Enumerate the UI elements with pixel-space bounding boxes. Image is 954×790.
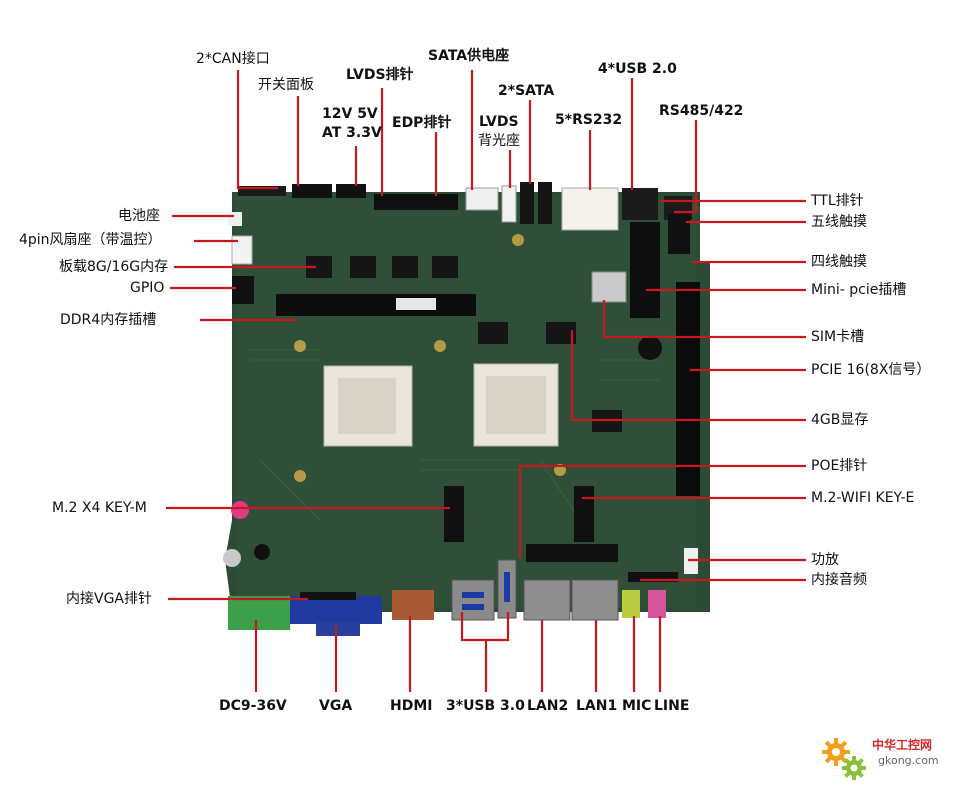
label-usb3: 3*USB 3.0 [446,698,525,714]
label-touch5: 五线触摸 [811,214,867,230]
label-poe: POE排针 [811,458,868,474]
switch-panel-header [292,184,332,198]
label-vga-header: 内接VGA排针 [66,591,153,607]
poe-header [526,544,618,562]
label-vga: VGA [319,698,353,714]
onboard-memory-chip-4 [432,256,458,278]
gear-icon [822,738,866,780]
label-rs485: RS485/422 [659,103,744,119]
lvds-backlight-socket [501,185,517,223]
rear-io [228,544,678,636]
watermark: 中华工控网 gkong.com [818,730,948,786]
label-sata-power: SATA供电座 [428,48,510,64]
onboard-memory-chip-3 [392,256,418,278]
mic-jack [622,590,640,618]
sata-port-2 [538,182,552,224]
label-rs232: 5*RS232 [555,112,623,128]
onboard-memory-chip-2 [350,256,376,278]
watermark-url: gkong.com [878,754,939,767]
label-amp: 功放 [811,552,839,568]
power-select-header [336,184,366,198]
label-lan2: LAN2 [527,698,569,714]
onboard-memory-chip-1 [306,256,332,278]
rs232-headers [561,187,619,231]
buzzer [638,336,662,360]
label-sata2: 2*SATA [498,83,555,99]
label-fan: 4pin风扇座（带温控） [19,232,162,248]
label-lvds-header: LVDS排针 [346,67,414,83]
label-m2-wifi: M.2-WIFI KEY-E [811,490,915,506]
label-m2-key-m: M.2 X4 KEY-M [52,500,147,516]
label-vram: 4GB显存 [811,412,869,428]
usb2-headers [622,188,658,220]
label-touch4: 四线触摸 [811,254,867,270]
minipcie-slot [630,222,660,318]
line-jack [648,590,666,618]
label-lvds-backlight-1: LVDS [479,114,519,130]
processors [323,322,622,447]
m2-key-m-slot [444,486,464,542]
label-edp-header: EDP排针 [392,115,452,131]
gpio-header [232,276,254,304]
top-connectors [238,182,692,231]
vram-chip-2 [546,322,576,344]
label-ddr4: DDR4内存插槽 [60,312,157,328]
label-dc: DC9-36V [219,698,287,714]
m2-wifi-slot [574,486,594,542]
label-sim: SIM卡槽 [811,329,865,345]
label-can: 2*CAN接口 [196,51,270,67]
label-lvds-backlight-2: 背光座 [478,133,520,149]
battery-socket [228,212,242,226]
memory-area [276,256,476,316]
sata-power-socket [465,187,499,211]
label-lan1: LAN1 [576,698,618,714]
audio-header [628,572,678,582]
watermark-site-name: 中华工控网 [872,738,933,752]
ddr4-slot [276,294,476,316]
label-gpio: GPIO [130,280,165,296]
label-power-line2: AT 3.3V [322,125,382,141]
vga-port [290,596,382,624]
label-switch-panel: 开关面板 [258,77,314,93]
label-usb2: 4*USB 2.0 [598,61,677,77]
lvds-pin-header [374,194,458,210]
label-onboard-memory: 板载8G/16G内存 [59,259,169,275]
usb3-dual-port [451,579,495,621]
sim-slot [591,271,627,303]
label-hdmi: HDMI [390,698,433,714]
label-mic: MIC [622,698,652,714]
fan-socket [231,235,253,265]
pcie16-slot [676,282,700,496]
label-line: LINE [654,698,690,714]
vga-pin-header [300,592,356,600]
label-pcie16: PCIE 16(8X信号） [811,362,931,378]
dc-terminal [228,596,290,630]
label-power-line1: 12V 5V [322,106,378,122]
label-audio: 内接音频 [811,572,867,588]
label-battery: 电池座 [118,208,160,224]
leader-lines [166,70,806,692]
sata-port-1 [520,182,534,224]
vram-chip-1 [478,322,508,344]
label-ttl: TTL排针 [811,193,864,209]
hdmi-port [392,590,434,620]
m2-slots [444,486,594,542]
lan2-port [523,579,571,621]
lan1-port [571,579,619,621]
label-minipcie: Mini- pcie插槽 [811,282,907,298]
left-connectors [228,212,254,304]
can-header [238,186,286,196]
touch-header [668,214,690,254]
